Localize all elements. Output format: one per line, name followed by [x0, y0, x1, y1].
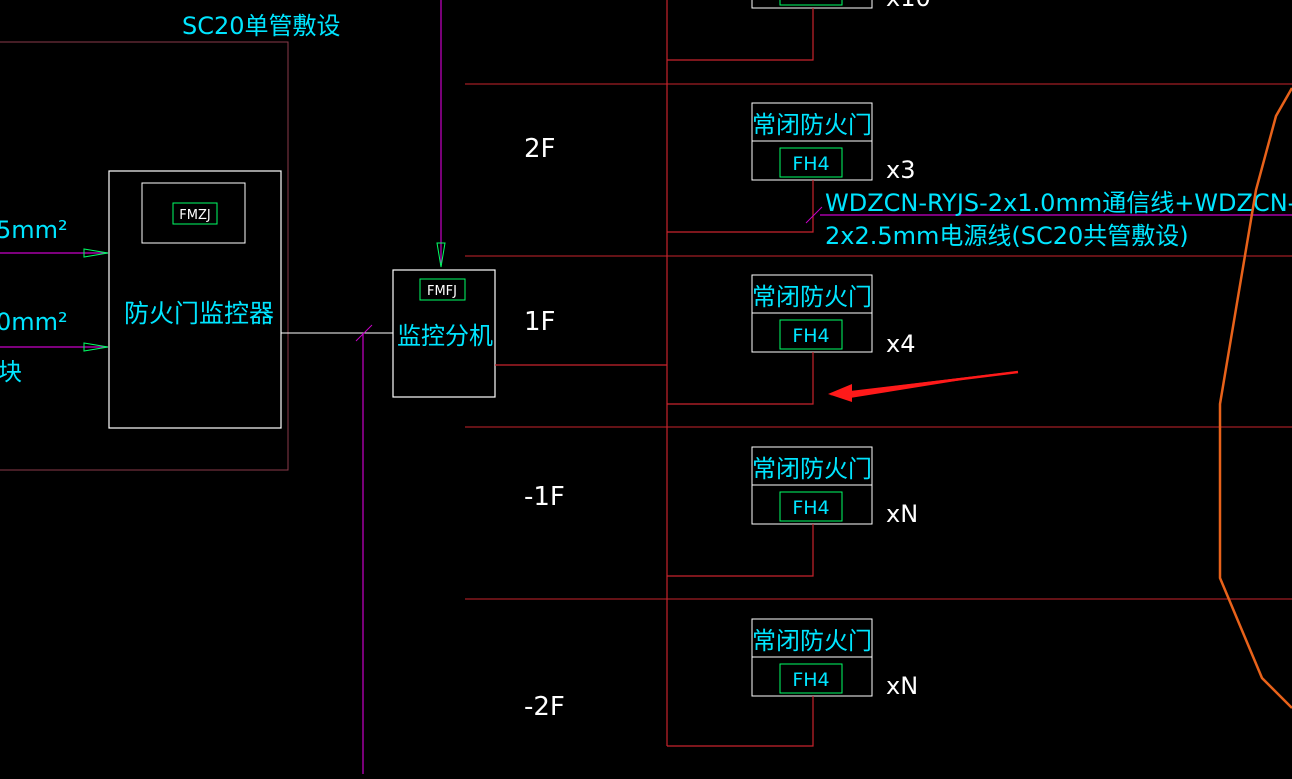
cable-note-line1: WDZCN-RYJS-2x1.0mm通信线+WDZCN-B — [825, 189, 1292, 217]
door-label-b2: 常闭防火门 — [752, 627, 872, 655]
cable-annotation: WDZCN-RYJS-2x1.0mm通信线+WDZCN-B 2x2.5mm电源线… — [805, 189, 1292, 250]
floor-name-1f: 1F — [524, 307, 556, 337]
door-qty-1f: x4 — [886, 330, 915, 358]
floor-name-2f: 2F — [524, 134, 556, 164]
door-label-b1: 常闭防火门 — [752, 455, 872, 483]
annotation-arrow — [828, 370, 1019, 402]
markup-curve — [1218, 87, 1292, 709]
monitor-sub-unit[interactable]: FMFJ 监控分机 — [392, 269, 496, 398]
floor-name-b1: -1F — [524, 482, 565, 512]
fire-door-top-partial[interactable]: x10 — [667, 0, 931, 61]
monitor-panel-outline — [0, 41, 289, 471]
door-code-b1: FH4 — [792, 497, 829, 519]
door-code-1f: FH4 — [792, 325, 829, 347]
monitor-code: FMZJ — [179, 208, 210, 223]
top-feed-arrow — [436, 242, 446, 268]
floor-dividers — [465, 83, 1292, 600]
floor-name-b2: -2F — [524, 692, 565, 722]
fire-door-b1[interactable]: 常闭防火门 FH4 xN — [667, 446, 918, 577]
left-partial-text-2: 0mm² — [0, 308, 68, 336]
sub-unit-code: FMFJ — [427, 284, 457, 299]
monitor-label: 防火门监控器 — [124, 299, 274, 328]
monitor-input-lines — [0, 248, 109, 352]
sub-unit-label: 监控分机 — [397, 322, 493, 350]
door-code-2f: FH4 — [792, 153, 829, 175]
door-label-2f: 常闭防火门 — [752, 111, 872, 139]
conduit-note: SC20单管敷设 — [182, 12, 341, 40]
left-partial-text-3: 块 — [0, 358, 22, 386]
door-qty-2f: x3 — [886, 156, 915, 184]
door-qty-b1: xN — [886, 500, 918, 528]
cable-note-line2: 2x2.5mm电源线(SC20共管敷设) — [825, 222, 1189, 250]
door-qty-b2: xN — [886, 672, 918, 700]
fire-door-1f[interactable]: 常闭防火门 FH4 x4 — [667, 274, 915, 405]
door-qty-top: x10 — [886, 0, 931, 12]
tick-mark — [355, 324, 373, 342]
door-label-1f: 常闭防火门 — [752, 283, 872, 311]
left-partial-text-1: 5mm² — [0, 216, 68, 244]
fire-door-2f[interactable]: 常闭防火门 FH4 x3 — [667, 102, 915, 233]
fire-door-monitor[interactable]: FMZJ 防火门监控器 — [108, 170, 282, 429]
fire-door-b2[interactable]: 常闭防火门 FH4 xN — [667, 618, 918, 747]
door-code-b2: FH4 — [792, 669, 829, 691]
